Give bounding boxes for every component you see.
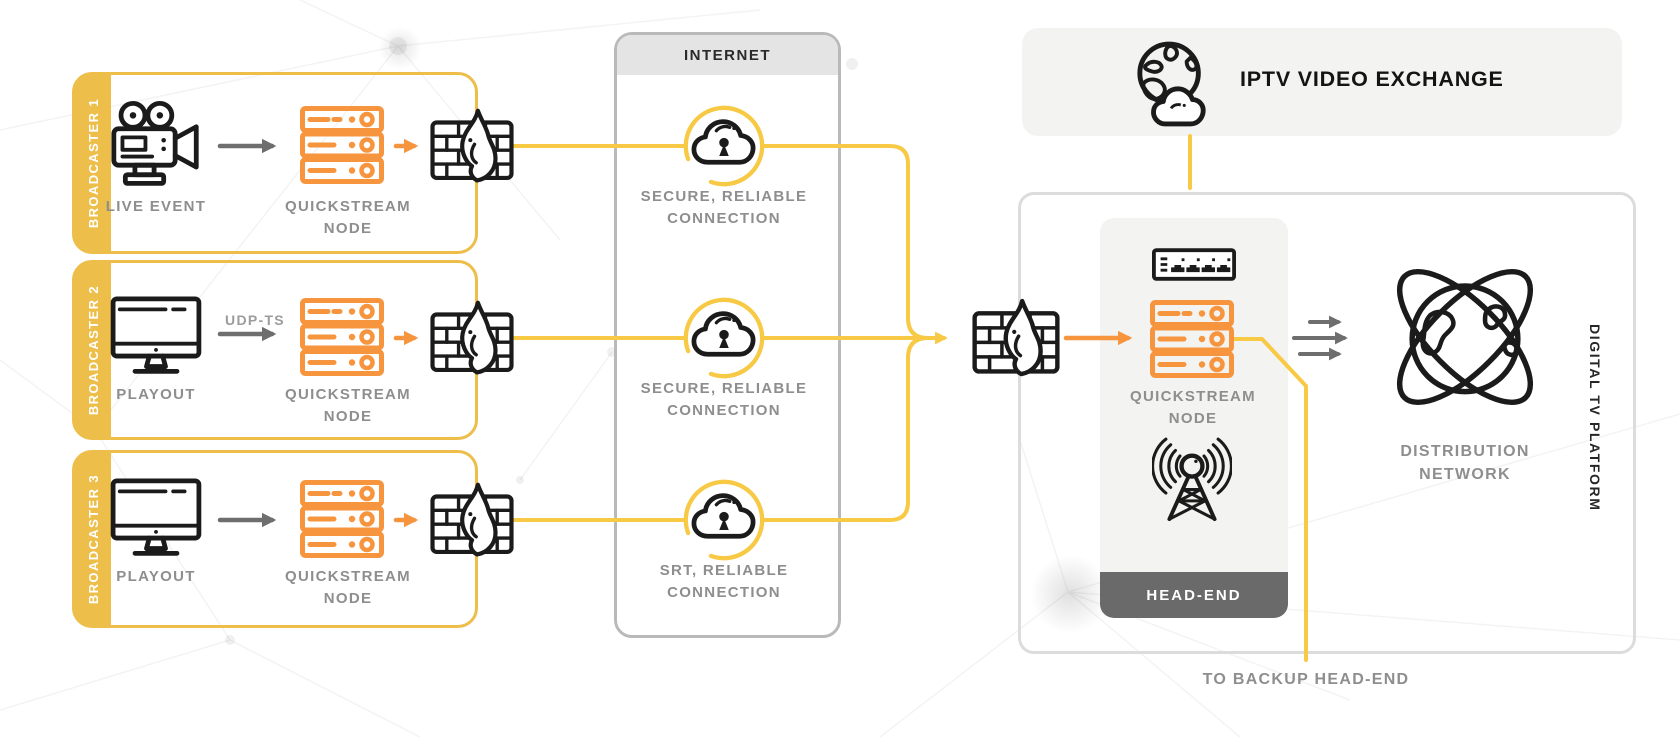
quickstream-node-icon [300,298,384,376]
quickstream-node-label: QUICKSTREAM NODE [285,198,411,237]
digital-tv-platform-label: DIGITAL TV PLATFORM [1587,324,1603,512]
internet-box: INTERNET [614,32,841,638]
background-blur-blob [1030,554,1110,634]
globe-cloud-icon [1134,38,1212,128]
broadcaster-1-tab: BROADCASTER 1 [75,75,111,251]
quickstream-node-label: QUICKSTREAM NODE [285,568,411,607]
desktop-monitor-icon [110,478,202,560]
playout-label: PLAYOUT [116,568,196,585]
playout-label: PLAYOUT [116,386,196,403]
headend-quickstream-label: QUICKSTREAM NODE [1130,388,1256,427]
internet-title: INTERNET [684,46,771,64]
secure-cloud-icon [682,296,766,380]
desktop-monitor-icon [110,296,202,378]
network-switch-icon [1152,248,1236,281]
quickstream-node-icon [1150,300,1234,378]
quickstream-node-icon [300,106,384,184]
digital-tv-platform-label-wrap: DIGITAL TV PLATFORM [1582,312,1608,524]
live-event-label: LIVE EVENT [105,198,207,215]
broadcast-antenna-icon [1152,434,1232,526]
secure-connection-label: SECURE, RELIABLE CONNECTION [640,380,808,419]
srt-connection-label: SRT, RELIABLE CONNECTION [659,562,789,601]
digital-tv-platform-box [1018,192,1636,654]
headend-title: HEAD-END [1146,586,1242,604]
headend-footer: HEAD-END [1100,572,1288,618]
broadcaster-2-tab: BROADCASTER 2 [75,263,111,437]
secure-cloud-icon [682,104,766,188]
internet-header: INTERNET [617,35,838,75]
secure-connection-label: SECURE, RELIABLE CONNECTION [640,188,808,227]
quickstream-node-icon [300,480,384,558]
iptv-exchange-banner [1022,28,1622,136]
background-blur-blob [378,26,422,70]
udp-ts-label: UDP-TS [225,312,285,328]
broadcaster-3-tab: BROADCASTER 3 [75,453,111,625]
quickstream-node-label: QUICKSTREAM NODE [285,386,411,425]
firewall-icon [430,481,514,559]
distribution-network-label: DISTRIBUTION NETWORK [1400,443,1530,484]
backup-headend-label: TO BACKUP HEAD-END [1202,671,1410,688]
video-camera-icon [110,100,202,192]
firewall-icon [430,299,514,377]
globe-network-icon [1383,255,1547,419]
secure-cloud-icon [682,478,766,562]
firewall-icon [972,297,1060,379]
firewall-icon [430,107,514,185]
iptv-exchange-label: IPTV VIDEO EXCHANGE [1240,67,1504,91]
